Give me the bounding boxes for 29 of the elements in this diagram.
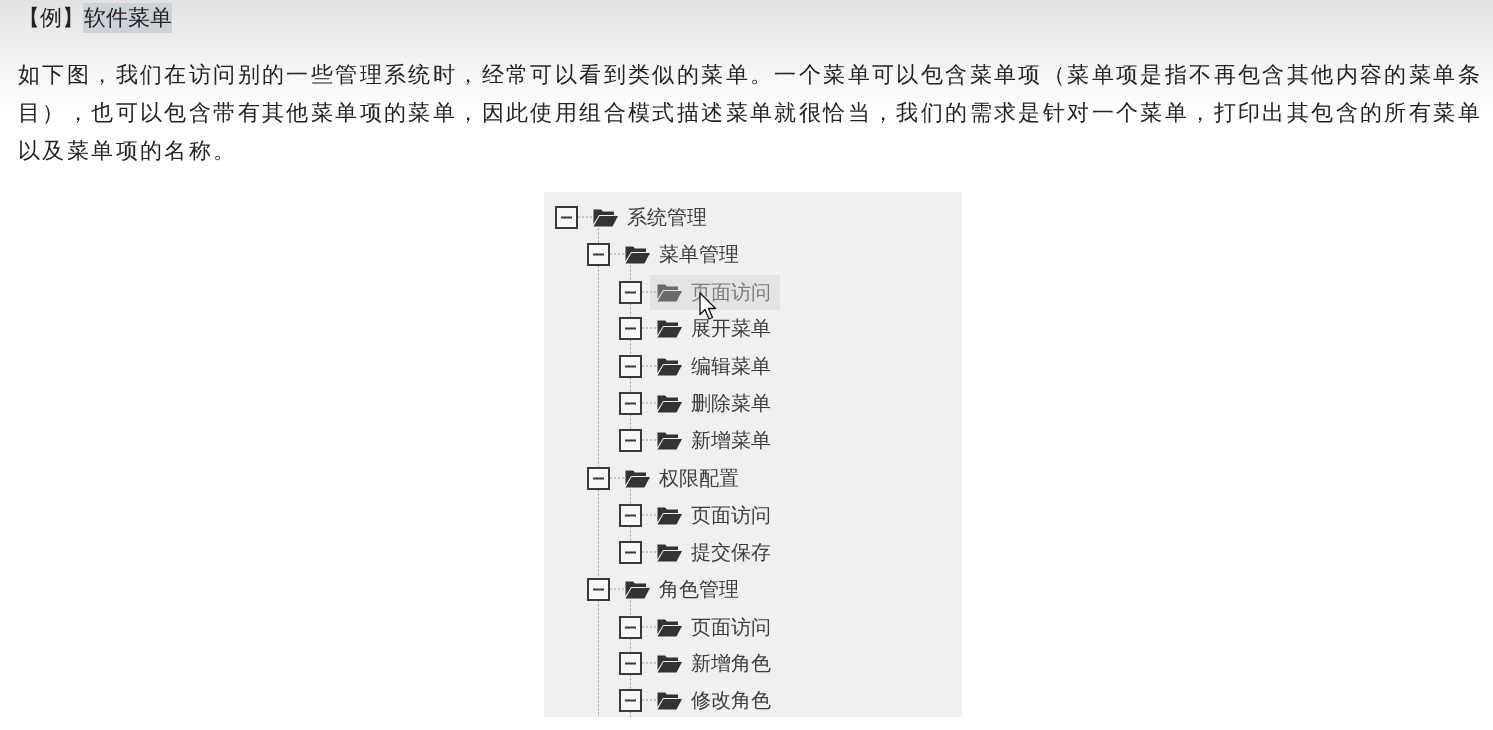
tree-line [598, 228, 599, 243]
tree-item-label: 编辑菜单 [691, 354, 771, 378]
tree-line [630, 339, 631, 355]
paragraph: 如下图，我们在访问别的一些管理系统时，经常可以看到类似的菜单。一个菜单可以包含菜单项（菜单项是指不再包含其他内容的菜单条目），也可以包含带有其他菜单项的菜单，因此使用组合模式描述菜单就很恰当，我们的需求是针对一个菜单，打印出其包含的所有菜单以及菜单项的名称。 [18, 61, 1483, 165]
tree-item-label: 系统管理 [627, 205, 707, 229]
tree-line [630, 674, 631, 689]
tree-item-label: 新增角色 [691, 651, 771, 675]
tree-line [630, 711, 631, 718]
tree-line [630, 377, 631, 392]
tree-item-label: 新增菜单 [691, 428, 771, 452]
tree-item-label: 权限配置 [659, 466, 739, 490]
tree-line [630, 600, 631, 616]
tree-line [598, 600, 599, 718]
tree-line [630, 265, 631, 281]
tree-line [630, 489, 631, 504]
tree-item-label: 修改角色 [691, 688, 771, 712]
tree-line [630, 414, 631, 429]
tree-item-label: 页面访问 [691, 615, 771, 639]
tree-line [598, 265, 599, 467]
tree-item-label: 删除菜单 [691, 391, 771, 415]
tree-item-label: 菜单管理 [659, 242, 739, 266]
tree-item-label: 角色管理 [659, 577, 739, 601]
tree-item-label: 页面访问 [691, 503, 771, 527]
tree-item-label: 展开菜单 [691, 316, 771, 340]
tree-line [630, 638, 631, 652]
tree-line [630, 303, 631, 317]
tree-item-label: 提交保存 [691, 540, 771, 564]
tree-line [630, 526, 631, 541]
tree-line [598, 489, 599, 578]
